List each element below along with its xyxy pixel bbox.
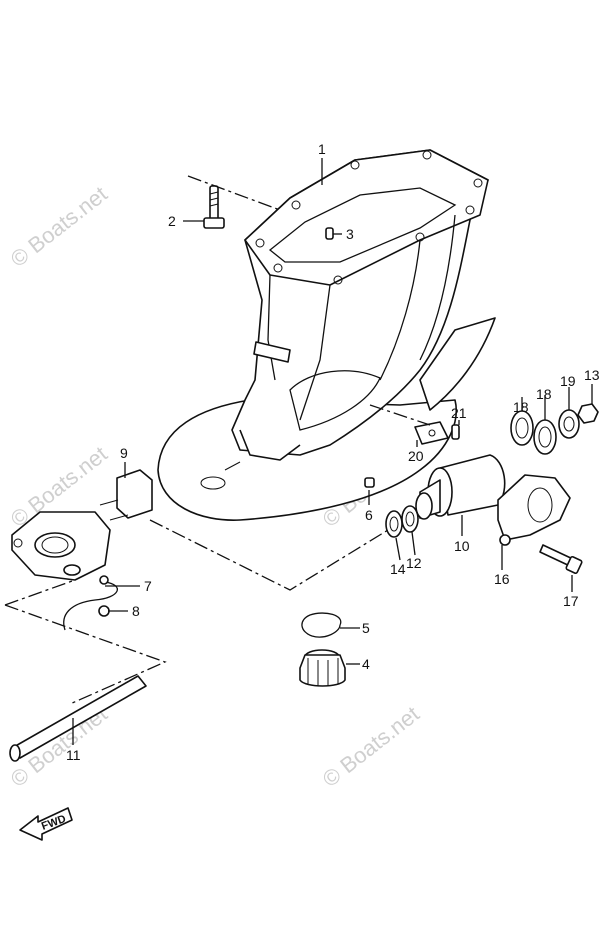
fwd-label: FWD	[40, 813, 68, 833]
block-20	[414, 421, 449, 445]
callout-20: 20	[408, 448, 424, 464]
ground-wire	[63, 575, 118, 631]
screw-21	[451, 424, 460, 440]
watermark-6: © Boats.net	[318, 701, 424, 792]
bolt-2	[203, 185, 225, 229]
callout-9: 9	[120, 445, 128, 461]
washers-18-19	[510, 403, 599, 455]
circlip-5	[301, 612, 342, 638]
callout-18b: 18	[536, 386, 552, 402]
rod-11	[9, 675, 147, 762]
bolt-17	[539, 544, 583, 575]
callout-4: 4	[362, 656, 370, 672]
callout-2: 2	[168, 213, 176, 229]
bolt-6	[364, 477, 375, 488]
callout-3: 3	[346, 226, 354, 242]
callout-17: 17	[563, 593, 579, 609]
callout-12: 12	[406, 555, 422, 571]
washers-12-14	[385, 505, 419, 538]
callout-11: 11	[66, 747, 81, 763]
watermark-1: © Boats.net	[6, 181, 112, 272]
callout-7: 7	[144, 578, 152, 594]
callout-19: 19	[560, 373, 576, 389]
callout-21: 21	[451, 405, 467, 421]
clamp-16	[497, 474, 571, 546]
callout-18a: 18	[513, 399, 529, 415]
assembly-lines	[4, 175, 431, 705]
callout-10: 10	[454, 538, 470, 554]
callout-13: 13	[584, 367, 600, 383]
callout-8: 8	[132, 603, 140, 619]
callout-numbers: 1 2 3 4 5 6 7 8 9 10 11 12 13 14 16 17 1…	[66, 141, 600, 763]
callout-16: 16	[494, 571, 510, 587]
drive-shaft-housing	[157, 149, 496, 521]
leader-lines	[72, 158, 593, 745]
callout-5: 5	[362, 620, 370, 636]
fwd-arrow-icon: FWD	[19, 807, 73, 841]
bushing-10	[415, 454, 506, 520]
grommet-4	[299, 649, 346, 687]
bracket-9	[99, 469, 153, 521]
callout-1: 1	[318, 141, 326, 157]
mount-block	[11, 511, 111, 581]
callout-6: 6	[365, 507, 373, 523]
callout-14: 14	[390, 561, 406, 577]
